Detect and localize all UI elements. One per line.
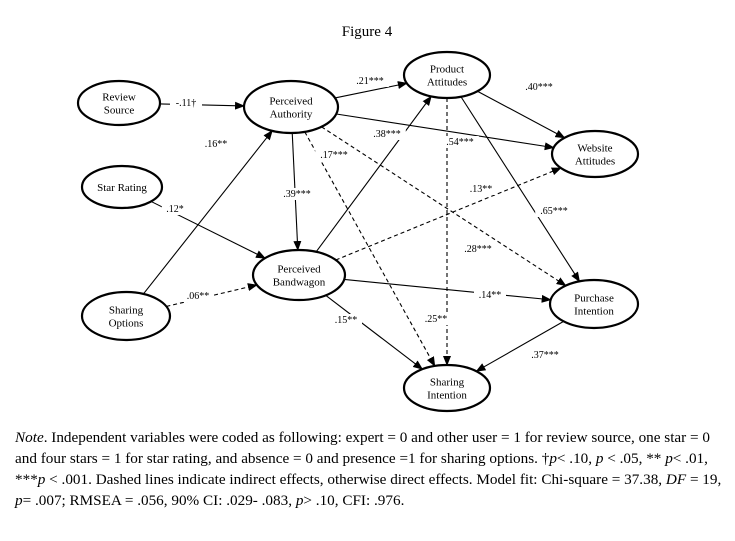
- node-label: Review: [102, 92, 136, 104]
- coefficient-background: [526, 349, 564, 361]
- node-star-rating: Star Rating: [80, 164, 164, 210]
- coefficient-background: [474, 289, 506, 301]
- coefficient-perceived_bandwagon-to-purchase_intention: .14**: [479, 290, 502, 301]
- coefficient-background: [351, 75, 389, 87]
- node-label: Sharing: [109, 305, 144, 317]
- coefficient-purchase_intention-to-sharing_intention: .37***: [531, 350, 559, 361]
- coefficient-product_attitudes-to-website_attitudes: .40***: [525, 82, 553, 93]
- path-product_attitudes-to-website_attitudes: [477, 90, 566, 139]
- coefficient-background: [368, 128, 406, 140]
- coefficient-perceived_authority-to-product_attitudes: .21***: [356, 76, 384, 87]
- path-perceived_authority-to-website_attitudes: [336, 113, 555, 151]
- node-ellipse: [402, 363, 492, 413]
- coefficient-background: [465, 183, 497, 195]
- coefficient-star_rating-to-perceived_bandwagon: .12*: [166, 204, 184, 215]
- coefficient-background: [520, 81, 558, 93]
- node-ellipse: [548, 278, 640, 330]
- coefficient-perceived_bandwagon-to-sharing_intention: .15**: [335, 315, 358, 326]
- coefficient-background: [200, 138, 232, 150]
- coefficient-background: [330, 314, 362, 326]
- node-ellipse: [402, 50, 492, 100]
- node-label: Bandwagon: [273, 277, 326, 289]
- node-label: Sharing: [430, 377, 465, 389]
- note-label: Note: [15, 429, 44, 446]
- node-ellipse: [251, 248, 347, 302]
- coefficient-background: [420, 313, 452, 325]
- node-label: Source: [104, 105, 135, 117]
- coefficient-perceived_authority-to-sharing_intention: .17***: [320, 150, 348, 161]
- node-ellipse: [80, 164, 164, 210]
- path-perceived_bandwagon-to-website_attitudes: [335, 167, 562, 261]
- figure-title: Figure 4: [342, 24, 393, 40]
- node-ellipse: [80, 290, 172, 342]
- node-label: Authority: [270, 109, 313, 121]
- coefficient-background: [278, 188, 316, 200]
- node-ellipse: [76, 79, 162, 127]
- node-ellipse: [242, 79, 340, 135]
- node-label: Options: [109, 318, 144, 330]
- coefficient-product_attitudes-to-sharing_intention: .25**: [425, 314, 448, 325]
- coefficient-perceived_bandwagon-to-website_attitudes: .13**: [470, 184, 493, 195]
- path-coefficients: -.11† .16** .12* .06** .21*** .39*** .54*** .17…: [161, 75, 573, 361]
- path-sharing_options-to-perceived_authority: [142, 130, 273, 295]
- path-perceived_authority-to-sharing_intention: [304, 131, 436, 367]
- path-perceived_bandwagon-to-product_attitudes: [315, 95, 432, 253]
- coefficient-product_attitudes-to-purchase_intention: .65***: [540, 206, 568, 217]
- node-label: Attitudes: [427, 77, 467, 89]
- coefficient-perceived_authority-to-website_attitudes: .54***: [446, 137, 474, 148]
- figure-note: Note. Independent variables were coded a…: [15, 429, 722, 509]
- node-label: Perceived: [277, 264, 321, 276]
- coefficient-background: [315, 149, 353, 161]
- path-perceived_bandwagon-to-sharing_intention: [325, 294, 424, 370]
- path-edges: [142, 81, 580, 372]
- node-label: Product: [430, 64, 464, 76]
- coefficient-background: [182, 290, 214, 302]
- coefficient-background: [535, 205, 573, 217]
- coefficient-perceived_bandwagon-to-product_attitudes: .38***: [373, 129, 401, 140]
- coefficient-perceived_authority-to-purchase_intention: .28***: [464, 244, 492, 255]
- coefficient-background: [161, 203, 189, 215]
- path-purchase_intention-to-sharing_intention: [475, 320, 564, 372]
- node-label: Purchase: [574, 293, 614, 305]
- path-perceived_authority-to-product_attitudes: [334, 81, 408, 99]
- coefficient-sharing_options-to-perceived_authority: .16**: [205, 139, 228, 150]
- coefficient-sharing_options-to-perceived_bandwagon: .06**: [187, 291, 210, 302]
- coefficient-perceived_authority-to-perceived_bandwagon: .39***: [283, 189, 311, 200]
- node-label: Attitudes: [575, 156, 615, 168]
- node-label: Perceived: [269, 96, 313, 108]
- coefficient-review_source-to-perceived_authority: -.11†: [176, 98, 196, 109]
- node-ellipse: [550, 129, 640, 179]
- node-label: Intention: [574, 306, 614, 318]
- path-sharing_options-to-perceived_bandwagon: [166, 283, 258, 307]
- path-perceived_authority-to-purchase_intention: [321, 126, 567, 287]
- coefficient-background: [441, 136, 479, 148]
- node-label: Intention: [427, 390, 467, 402]
- node-label: Star Rating: [97, 182, 147, 194]
- path-product_attitudes-to-purchase_intention: [460, 96, 580, 283]
- node-label: Website: [577, 143, 612, 155]
- coefficient-background: [170, 97, 202, 109]
- coefficient-background: [459, 243, 497, 255]
